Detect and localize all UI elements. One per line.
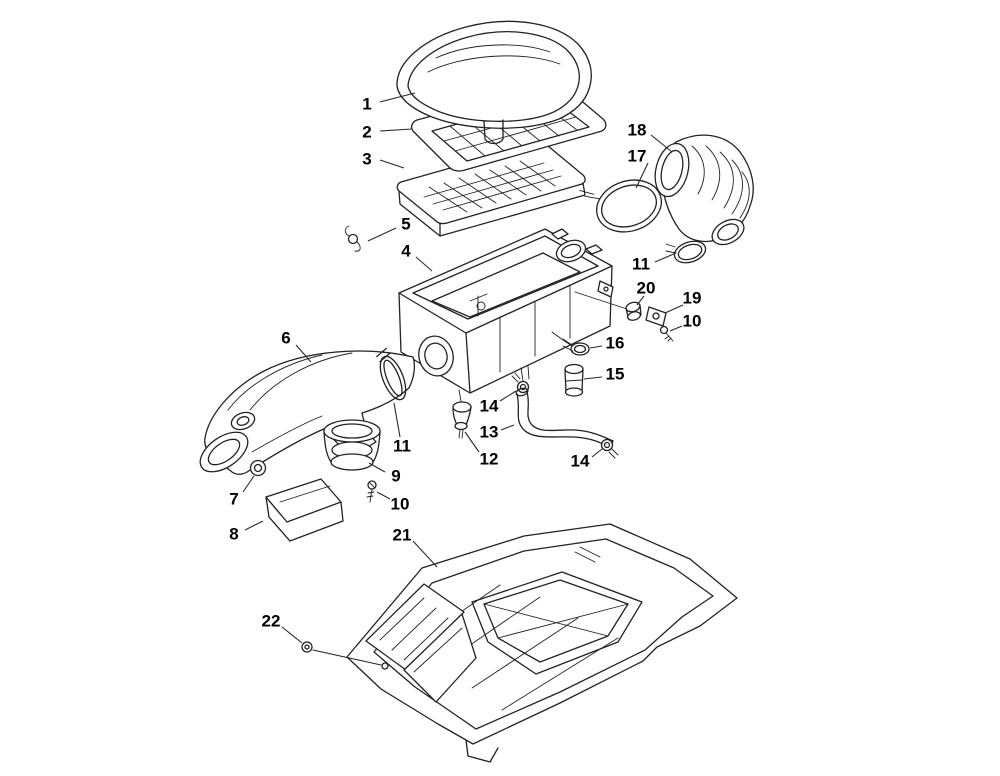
callout-label-4-4: 4 [401, 241, 411, 261]
callout-label-14-14: 14 [479, 396, 499, 416]
callout-label-18-5: 18 [627, 120, 647, 140]
callout-label-12-16: 12 [479, 449, 499, 469]
hose-clamp-mid [511, 372, 530, 394]
leader-line-4-4 [415, 256, 433, 272]
leader-line-22-24 [281, 626, 303, 644]
hose-clamp-right [600, 438, 619, 459]
drain-valve-part [452, 401, 472, 439]
large-clamp-part [579, 179, 662, 233]
callout-label-9-19: 9 [391, 466, 401, 486]
callout-label-5-3: 5 [401, 214, 411, 234]
airbox-cover-part [396, 20, 592, 145]
leader-line-2-1 [379, 128, 413, 132]
duct-end-opening [199, 431, 249, 473]
leader-line-8-22 [244, 520, 264, 531]
leader-line-12-16 [464, 431, 480, 453]
airbox-outlet-port [418, 335, 454, 377]
leader-line-13-15 [500, 424, 515, 431]
spacer-part [625, 301, 642, 321]
clip-part [344, 225, 361, 252]
leader-line-19-9 [664, 304, 684, 314]
callout-label-11-7: 11 [632, 254, 650, 274]
callout-label-13-15: 13 [479, 422, 499, 442]
leader-line-10-10 [669, 325, 683, 332]
callout-label-22-24: 22 [261, 611, 281, 631]
callout-label-1-0: 1 [362, 94, 372, 114]
callout-label-2-1: 2 [362, 122, 372, 142]
callout-label-6-11: 6 [281, 328, 291, 348]
leader-line-5-3 [367, 227, 397, 242]
corrugated-boot-part [654, 134, 754, 246]
resonator-box-part [265, 478, 344, 542]
callout-label-21-23: 21 [392, 525, 412, 545]
leader-line-16-12 [589, 345, 603, 349]
leader-line-11-18 [393, 402, 401, 438]
leader-line-7-21 [242, 475, 255, 493]
leader-line-11-7 [654, 252, 677, 263]
callout-label-17-6: 17 [627, 146, 647, 166]
duct-top-ring [230, 411, 256, 431]
screw-part-right [659, 325, 674, 342]
callout-label-11-18: 11 [393, 436, 411, 456]
leader-line-1-0 [379, 92, 416, 103]
callout-label-15-13: 15 [605, 364, 625, 384]
air-filter-part [396, 142, 586, 237]
callout-label-20-8: 20 [636, 278, 656, 298]
callout-label-16-12: 16 [605, 333, 625, 353]
callout-label-3-2: 3 [362, 149, 372, 169]
clamp-part-right [665, 240, 707, 264]
leader-line-17-6 [635, 162, 649, 189]
leader-line-3-2 [379, 159, 405, 169]
breather-tube-part [564, 363, 584, 397]
leader-line-14-14 [499, 390, 517, 402]
leader-line-10-20 [376, 491, 391, 500]
callout-label-14-17: 14 [570, 451, 590, 471]
callout-label-19-9: 19 [682, 288, 702, 308]
clamp-part-left [376, 347, 407, 401]
leader-line-9-19 [368, 462, 386, 473]
belly-panel-part [312, 523, 738, 763]
screw-part-left [366, 480, 377, 503]
clamp-part-16 [562, 338, 590, 356]
leader-line-20-8 [636, 295, 645, 306]
callout-label-10-10: 10 [682, 311, 702, 331]
leader-line-15-13 [583, 376, 603, 380]
callout-label-10-20: 10 [390, 494, 410, 514]
rivet-part [301, 641, 313, 653]
leader-line-18-5 [650, 134, 673, 153]
callout-label-7-21: 7 [229, 489, 239, 509]
leader-line-21-23 [412, 540, 438, 568]
leader-line-6-11 [295, 344, 312, 363]
airbox-body-part [398, 228, 628, 402]
leader-line-14-17 [591, 448, 603, 458]
intake-duct-part [199, 350, 416, 475]
grommet-part [249, 459, 267, 477]
intake-boot-part [323, 419, 381, 471]
callout-label-8-22: 8 [229, 524, 239, 544]
